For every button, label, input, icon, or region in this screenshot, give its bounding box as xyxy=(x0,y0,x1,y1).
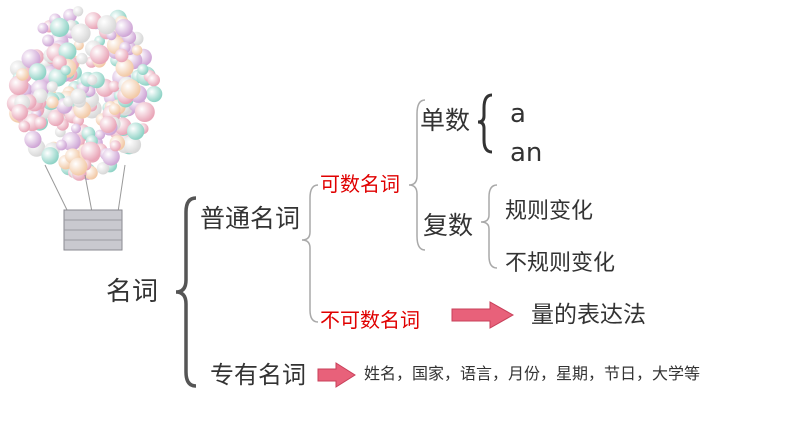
arrow-right-icon xyxy=(451,301,515,329)
node-irregular-change: 不规则变化 xyxy=(505,251,616,276)
node-regular-change: 规则变化 xyxy=(505,199,594,224)
hot-air-balloon-illustration xyxy=(6,6,163,251)
arrow-right-icon xyxy=(317,362,356,388)
countable-brace xyxy=(408,99,426,251)
common-noun-brace xyxy=(301,184,319,323)
node-quantity-expression: 量的表达法 xyxy=(531,302,646,328)
node-noun: 名词 xyxy=(106,277,159,307)
plural-brace xyxy=(480,184,498,269)
node-proper-examples: 姓名，国家，语言，月份，星期，节日，大学等 xyxy=(364,364,701,383)
node-article-a: a xyxy=(510,99,526,129)
node-common-noun: 普通名词 xyxy=(200,204,301,233)
node-proper-noun: 专有名词 xyxy=(210,361,306,389)
node-article-an: an xyxy=(510,138,543,168)
noun-main-brace xyxy=(175,196,197,388)
node-plural: 复数 xyxy=(423,211,474,240)
singular-brace xyxy=(477,93,493,154)
node-singular: 单数 xyxy=(420,106,471,135)
node-uncountable: 不可数名词 xyxy=(320,308,420,332)
node-countable: 可数名词 xyxy=(320,172,400,196)
